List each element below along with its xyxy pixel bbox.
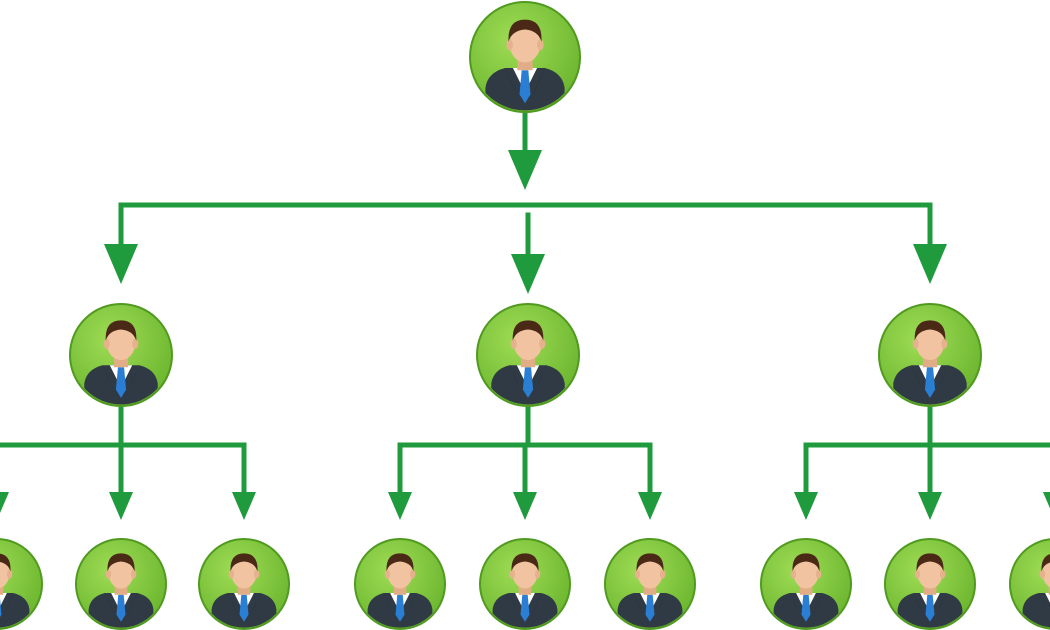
connector-layer <box>0 109 1050 520</box>
manager-node <box>69 303 173 407</box>
manager-arrow-head <box>913 244 947 284</box>
staff-arrow-head <box>638 492 662 520</box>
root-node <box>469 1 581 113</box>
staff-node <box>198 538 290 630</box>
staff-arrow-head <box>0 492 9 513</box>
manager-node <box>878 303 982 407</box>
manager-arrow-head <box>104 244 138 284</box>
staff-arrow-head <box>918 492 942 520</box>
staff-node <box>354 538 446 630</box>
manager-arrow-head <box>511 254 545 294</box>
staff-arrow-head <box>513 492 537 520</box>
staff-node <box>1009 538 1050 630</box>
staff-arrow-head <box>388 492 412 520</box>
staff-node <box>479 538 571 630</box>
staff-arrow-head <box>1043 492 1050 509</box>
staff-arrow-head <box>232 492 256 520</box>
staff-node <box>0 538 43 630</box>
manager-node <box>476 303 580 407</box>
staff-node <box>760 538 852 630</box>
staff-node <box>604 538 696 630</box>
staff-node <box>884 538 976 630</box>
staff-arrow-head <box>794 492 818 520</box>
staff-node <box>75 538 167 630</box>
staff-arrow-head <box>109 492 133 520</box>
root-arrow-head <box>508 150 542 190</box>
